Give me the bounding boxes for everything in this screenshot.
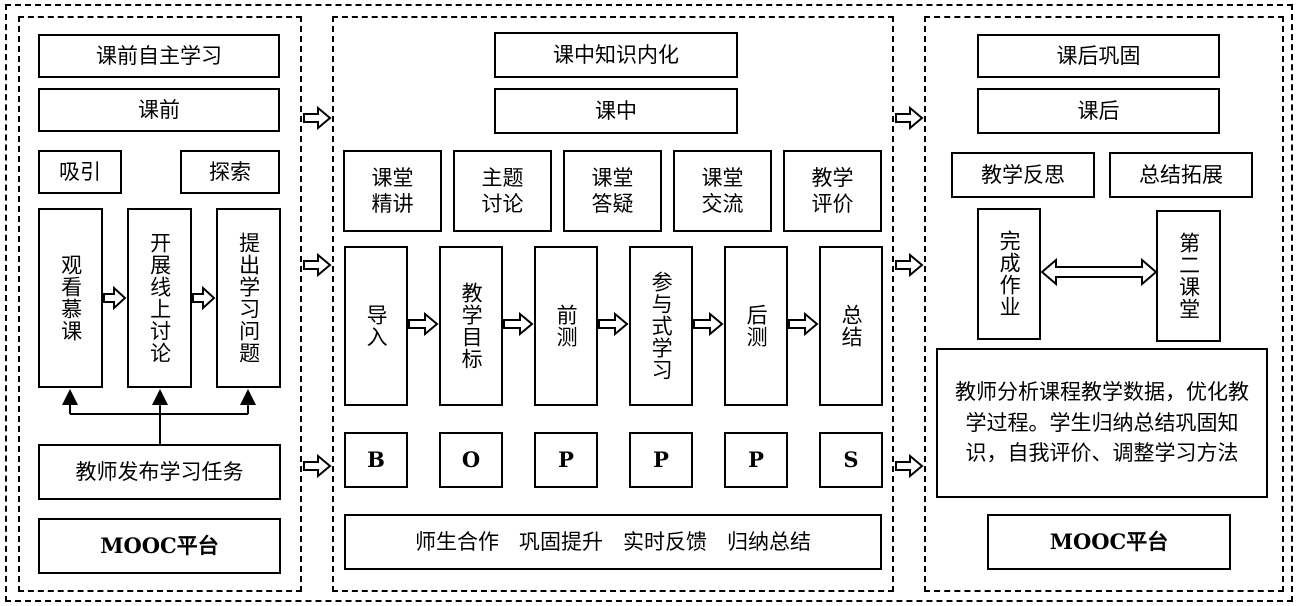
pre-step-online-discussion: 开展线上讨论	[127, 208, 192, 388]
mid-step-pretest: 前测	[534, 246, 598, 406]
post-description: 教师分析课程教学数据，优化教学过程。学生归纳总结巩固知识，自我评价、调整学习方法	[936, 348, 1268, 498]
bopps-letter-p2: P	[629, 432, 693, 488]
in-class-title: 课中知识内化	[494, 32, 738, 78]
mid-step-summary: 总结	[819, 246, 883, 406]
mid-step-intro: 导入	[344, 246, 408, 406]
post-class-stage: 课后	[977, 88, 1220, 134]
post-mooc-platform: MOOC平台	[987, 514, 1231, 570]
in-class-panel	[332, 16, 894, 592]
pre-tag-explore: 探索	[180, 150, 280, 194]
in-class-summary: 师生合作 巩固提升 实时反馈 归纳总结	[344, 514, 882, 570]
pre-tag-attract: 吸引	[38, 150, 122, 194]
pre-step-raise-questions: 提出学习问题	[216, 208, 281, 388]
post-class-title: 课后巩固	[977, 34, 1220, 78]
bopps-letter-o: O	[439, 432, 503, 488]
mode-exchange: 课堂 交流	[673, 150, 772, 232]
post-tag-reflection: 教学反思	[951, 152, 1095, 198]
mode-topic-discussion: 主题 讨论	[453, 150, 552, 232]
pre-class-stage: 课前	[38, 88, 280, 132]
pre-class-panel	[18, 16, 302, 592]
post-class-panel	[924, 16, 1284, 592]
mode-lecture: 课堂 精讲	[343, 150, 442, 232]
pre-teacher-task: 教师发布学习任务	[38, 444, 281, 500]
pre-mooc-platform: MOOC平台	[38, 518, 281, 574]
bopps-letter-b: B	[344, 432, 408, 488]
mid-step-objectives: 教学目标	[439, 246, 503, 406]
mode-evaluation: 教学 评价	[783, 150, 882, 232]
mid-step-posttest: 后测	[724, 246, 788, 406]
pre-class-title: 课前自主学习	[38, 34, 280, 78]
mode-qa: 课堂 答疑	[563, 150, 662, 232]
in-class-stage: 课中	[494, 88, 738, 134]
mid-step-participatory: 参与式学习	[629, 246, 693, 406]
outer-frame	[5, 4, 1293, 602]
bopps-letter-p1: P	[534, 432, 598, 488]
post-step-homework: 完成作业	[977, 208, 1041, 340]
bopps-letter-p3: P	[724, 432, 788, 488]
post-tag-summary-extend: 总结拓展	[1109, 152, 1253, 198]
bopps-letter-s: S	[819, 432, 883, 488]
pre-step-watch-mooc: 观看慕课	[38, 208, 103, 388]
post-step-second-classroom: 第二课堂	[1156, 210, 1221, 342]
